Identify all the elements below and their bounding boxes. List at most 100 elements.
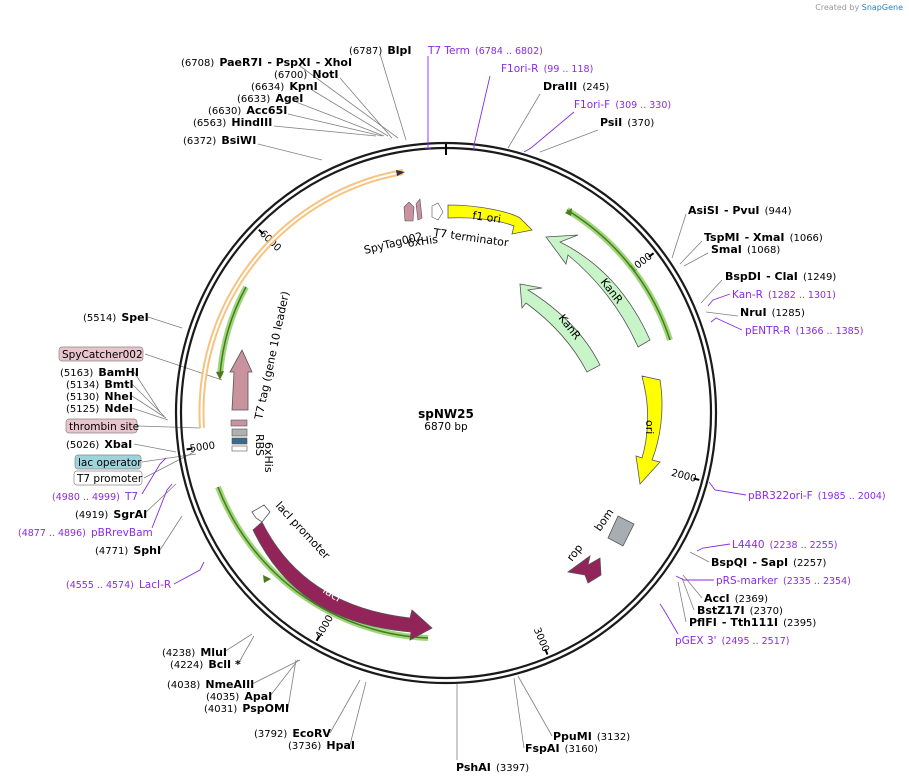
enzyme-apai: (4035) ApaI	[206, 685, 272, 704]
tick-label-2000: 2000	[670, 468, 697, 485]
enzyme-sphi: (4771) SphI	[95, 539, 161, 558]
enzyme-labels: (6787) BlpI (6708) PaeR7I - PspXI - XhoI…	[60, 39, 836, 775]
enzyme-smai: SmaI (1068)	[711, 238, 780, 257]
leader-lines	[131, 53, 739, 760]
primer-mark-f1ori-f	[523, 111, 575, 153]
enzyme-acc65i: (6630) Acc65I	[208, 99, 287, 118]
ori-arrow	[635, 375, 663, 485]
primer-f1ori-r: F1ori-R (99 .. 118)	[501, 57, 593, 76]
leader-line	[311, 89, 389, 137]
enzyme-bspqi: BspQI - SapI (2257)	[711, 551, 827, 570]
rop-arrow	[567, 555, 602, 584]
enzyme-blpi: (6787) BlpI	[349, 39, 411, 58]
leader-line	[671, 213, 687, 259]
primer-mark-pgex3	[659, 603, 679, 635]
enzyme-fspai: FspAI (3160)	[525, 737, 598, 756]
enzyme-xbai: (5026) XbaI	[66, 433, 132, 452]
boxed-label-thrombin-site: thrombin site	[65, 418, 139, 434]
leader-line	[689, 551, 710, 563]
leader-line	[237, 635, 255, 665]
enzyme-pshai: PshAI (3397)	[456, 756, 529, 775]
spytag-arrow	[403, 201, 415, 222]
enzyme-draiii: DraIII (245)	[543, 75, 609, 94]
enzyme-hpai: (3736) HpaI	[288, 734, 355, 753]
leader-line	[251, 659, 301, 685]
enzyme-pspomi: (4031) PspOMI	[204, 697, 289, 716]
enzyme-kpni: (6634) KpnI	[251, 75, 318, 94]
leader-line	[517, 675, 553, 737]
laci-arrow	[252, 521, 433, 641]
leader-line	[133, 443, 177, 453]
primer-laci-r: (4555 .. 4574) LacI-R	[66, 573, 171, 592]
laci-orf-arrow	[263, 575, 271, 583]
leader-line	[682, 574, 703, 599]
primer-mark-f1ori-r	[473, 75, 491, 150]
leader-line	[147, 316, 183, 329]
enzyme-bcli: (4224) BclI *	[170, 653, 241, 672]
backbone-outer	[174, 141, 718, 685]
tick-mark-2000	[693, 477, 700, 481]
t7-terminator-arrow	[431, 202, 444, 221]
primer-pentr-r: pENTR-R (1366 .. 1385)	[745, 319, 863, 338]
leader-line	[287, 113, 383, 137]
kanr-inner-arrow	[519, 283, 601, 373]
enzyme-ndei: (5125) NdeI	[66, 397, 133, 416]
primer-t7-term: T7 Term (6784 .. 6802)	[427, 39, 543, 58]
tick-mark-1000	[648, 252, 655, 258]
leader-line	[295, 101, 385, 137]
primer-mark-laci-r	[173, 561, 205, 585]
boxed-label-lac-operator: lac operator	[74, 454, 142, 470]
enzyme-bmti: (5134) BmtI	[66, 373, 134, 392]
tick-mark-5000	[186, 447, 193, 451]
leader-line	[223, 633, 253, 653]
insert-highlight-arc	[198, 169, 404, 429]
leader-line	[539, 129, 599, 153]
enzyme-bamhi: (5163) BamHI	[60, 361, 139, 380]
t7-tag-arrow	[229, 349, 253, 411]
kanr-orf-line	[566, 209, 671, 341]
enzyme-psii: PsiI (370)	[600, 111, 654, 130]
leader-line	[339, 77, 393, 139]
his-tag-arrow	[415, 198, 423, 221]
plasmid-length: 6870 bp	[424, 421, 468, 433]
leader-line	[143, 483, 177, 515]
leader-line	[257, 143, 323, 161]
boxed-label-t7-promoter: T7 promoter	[73, 470, 143, 486]
enzyme-bsiwi: (6372) BsiWI	[183, 129, 256, 148]
leader-line	[159, 515, 183, 551]
svg-text:thrombin site: thrombin site	[69, 421, 139, 433]
leader-line	[681, 577, 695, 611]
leader-line	[137, 425, 201, 429]
enzyme-spei: (5514) SpeI	[83, 306, 149, 325]
tick-label-4000: 4000	[314, 613, 336, 641]
enzyme-sgrai: (4919) SgrAI	[75, 503, 147, 522]
rbs-box	[231, 437, 248, 445]
primer-mark-pentr-r	[710, 317, 743, 331]
leader-line	[679, 240, 703, 265]
enzyme-nhei: (5130) NheI	[66, 385, 133, 404]
feature-label-ori: ori	[643, 420, 656, 434]
leader-line	[683, 252, 709, 267]
tick-label-5000: 5000	[189, 440, 216, 454]
leader-line	[131, 407, 169, 421]
primer-kan-r: Kan-R (1282 .. 1301)	[732, 283, 836, 302]
snapgene-logo: SnapGene	[861, 3, 903, 12]
primer-marks	[141, 56, 747, 635]
primer-pgex3: pGEX 3' (2495 .. 2517)	[675, 629, 790, 648]
leader-line	[379, 53, 407, 141]
enzyme-bspdi: BspDI - ClaI (1249)	[725, 265, 836, 284]
primer-prs-marker: pRS-marker (2335 .. 2354)	[716, 569, 851, 588]
leader-line	[677, 581, 687, 623]
tick-label-3000: 3000	[531, 626, 551, 654]
tick-mark-6000	[258, 228, 264, 235]
leader-line	[349, 681, 367, 746]
primer-mark-kan-r	[707, 293, 731, 307]
leader-line	[269, 659, 299, 697]
enzyme-asisi: AsiSI - PvuI (944)	[688, 199, 792, 218]
insert-arrowhead	[396, 170, 405, 176]
bom-box	[607, 515, 635, 547]
enzyme-nmeaiii: (4038) NmeAIII	[167, 673, 254, 692]
leader-line	[329, 679, 361, 734]
enzyme-pflfi: PflFI - Tth111I (2395)	[689, 611, 816, 630]
enzyme-agei: (6633) AgeI	[237, 87, 303, 106]
